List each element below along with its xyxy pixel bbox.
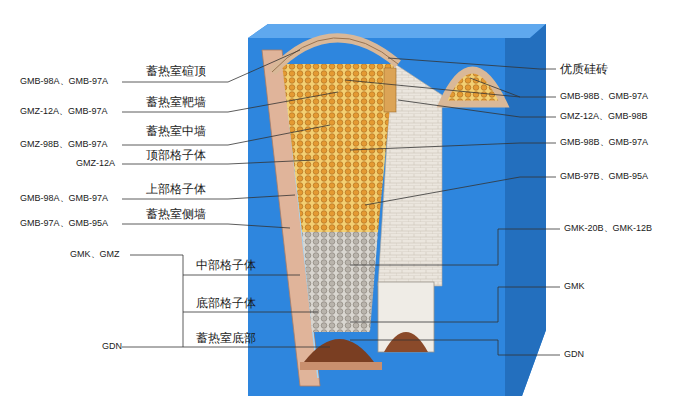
brick-grade: GMB-97B、GMB-95A <box>560 171 648 182</box>
part-name: 蓄热室侧墙 <box>146 207 206 221</box>
part-name: 顶部格子体 <box>146 148 206 162</box>
brick-grade: GDN <box>102 341 122 352</box>
lower-opening <box>378 282 434 352</box>
brick-grade: GMK-20B、GMK-12B <box>564 223 652 234</box>
bottom-floor <box>300 362 382 370</box>
brick-grade: GMB-98A、GMB-97A <box>20 193 108 204</box>
brick-grade: GMZ-12A、GMB-97A <box>20 106 108 117</box>
part-name: 优质硅砖 <box>560 62 608 76</box>
brick-grade: GMB-98A、GMB-97A <box>20 76 108 87</box>
dome-edge <box>272 38 398 72</box>
opening-arch <box>384 332 428 352</box>
part-name: 蓄热室靶墙 <box>146 95 206 109</box>
block-side <box>505 24 546 396</box>
brick-grade: GDN <box>564 349 584 360</box>
leader-lines <box>122 50 560 355</box>
brick-grade: GMB-98B、GMB-97A <box>560 91 648 102</box>
block-top <box>248 24 546 38</box>
cutaway <box>262 38 504 386</box>
part-name: 蓄热室中墙 <box>146 124 206 138</box>
brick-grade: GMZ-12A <box>76 158 115 169</box>
middle-wall <box>384 68 396 112</box>
brick-grade: GMK <box>564 281 585 292</box>
part-name: 蓄热室碹顶 <box>146 64 206 78</box>
part-name: 底部格子体 <box>196 296 256 310</box>
upper-checker <box>282 64 394 232</box>
part-name: 蓄热室底部 <box>196 331 256 345</box>
lower-checker <box>302 232 378 332</box>
part-name: 中部格子体 <box>196 258 256 272</box>
brick-grade: GMB-97A、GMB-95A <box>20 218 108 229</box>
bottom-arch <box>304 339 374 362</box>
dome <box>272 38 398 72</box>
brick-grade: GMZ-98B、GMB-97A <box>20 139 108 150</box>
part-name: 上部格子体 <box>146 182 206 196</box>
cut-face <box>378 62 442 286</box>
brick-grade: GMB-98B、GMB-97A <box>560 137 648 148</box>
brick-grade: GMK、GMZ <box>70 249 120 260</box>
brick-grade: GMZ-12A、GMB-98B <box>560 111 648 122</box>
